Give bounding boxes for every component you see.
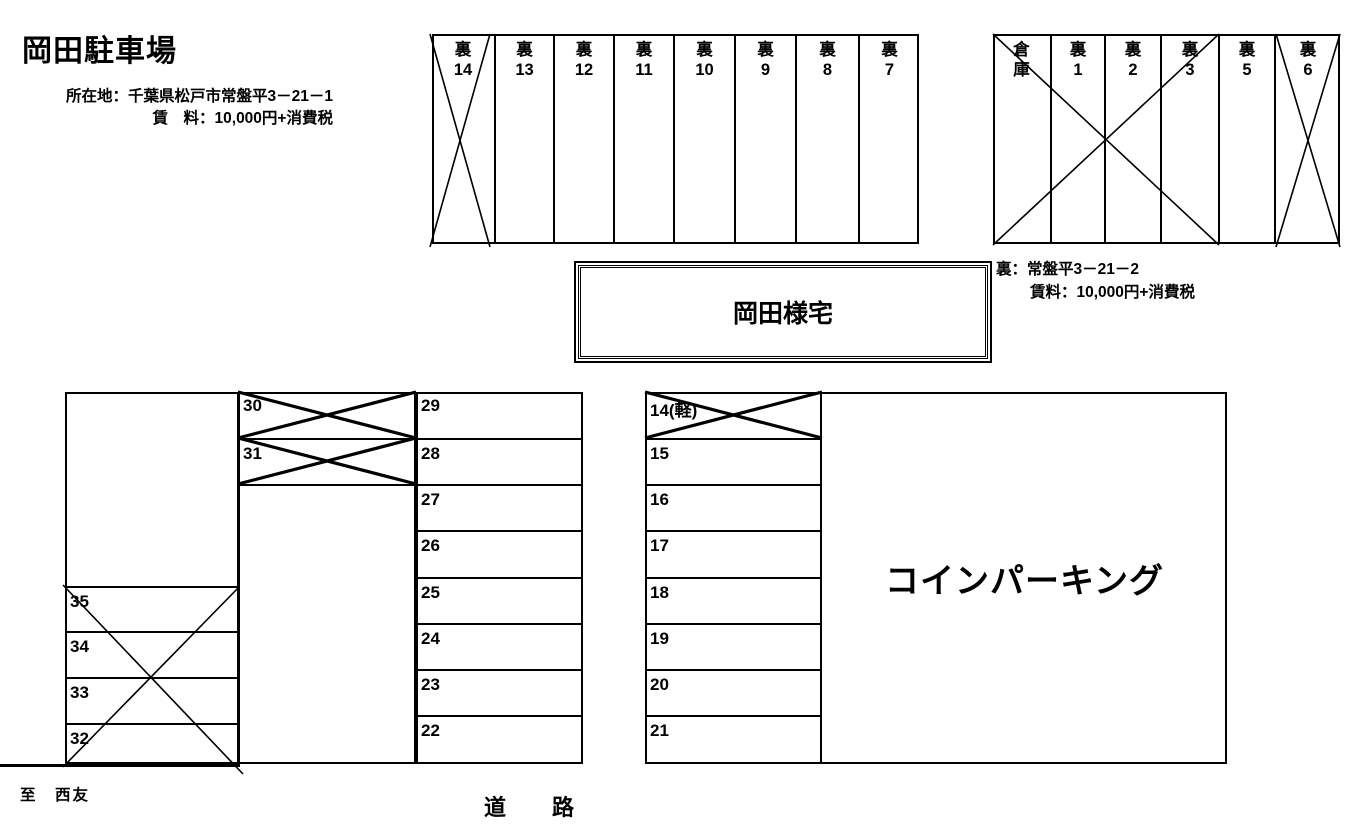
stall-back-6[interactable]: 裏 6 bbox=[1274, 34, 1340, 244]
stall-label: 16 bbox=[650, 490, 669, 509]
middle-column-cells: 30 31 bbox=[238, 392, 416, 764]
stall-label: 30 bbox=[243, 396, 262, 415]
stall-back-8[interactable]: 裏 8 bbox=[795, 34, 858, 244]
stall-25[interactable]: 25 bbox=[416, 577, 583, 623]
stall-label: 28 bbox=[421, 444, 440, 463]
stall-back-7[interactable]: 裏 7 bbox=[858, 34, 919, 244]
stall-17[interactable]: 17 bbox=[645, 530, 820, 577]
stall-back-2[interactable]: 裏 2 bbox=[1104, 34, 1160, 244]
road-label: 道 路 bbox=[484, 795, 587, 820]
owner-house-box: 岡田様宅 bbox=[574, 261, 992, 363]
stall-label: 29 bbox=[421, 396, 440, 415]
stall-label: 33 bbox=[70, 683, 89, 702]
back-property-address: 裏：常盤平3－21－2 bbox=[996, 261, 1139, 278]
coin-parking-area[interactable]: コインパーキング bbox=[822, 392, 1227, 764]
owner-house-label: 岡田様宅 bbox=[732, 300, 833, 328]
property-rent: 賃 料：10,000円+消費税 bbox=[152, 110, 333, 128]
back-parking-row-1 bbox=[432, 34, 919, 244]
road-direction-label: 至 西友 bbox=[20, 787, 91, 804]
stall-21[interactable]: 21 bbox=[645, 715, 820, 764]
stall-label: 裏 11 bbox=[635, 41, 653, 80]
stall-label: 21 bbox=[650, 721, 669, 740]
left-column-cells: 35 34 33 32 bbox=[65, 392, 239, 764]
stall-left-blank[interactable] bbox=[65, 392, 239, 586]
stall-label: 35 bbox=[70, 592, 89, 611]
stall-back-11[interactable]: 裏 11 bbox=[613, 34, 673, 244]
stall-back-1[interactable]: 裏 1 bbox=[1050, 34, 1104, 244]
stall-label: 裏 10 bbox=[695, 41, 714, 80]
stall-label: 裏 5 bbox=[1238, 41, 1256, 80]
stall-label: 17 bbox=[650, 536, 669, 555]
stall-32[interactable]: 32 bbox=[65, 723, 239, 764]
stall-33[interactable]: 33 bbox=[65, 677, 239, 723]
stall-label: 19 bbox=[650, 629, 669, 648]
stall-14-kei[interactable]: 14(軽) bbox=[645, 392, 820, 438]
stall-22[interactable]: 22 bbox=[416, 715, 583, 764]
stall-label: 裏 13 bbox=[515, 41, 534, 80]
stall-label: 20 bbox=[650, 675, 669, 694]
back-row-1-cells: 裏 14 裏 13 裏 12 裏 11 裏 10 裏 9 裏 8 裏 7 bbox=[432, 34, 919, 244]
stall-label: 裏 1 bbox=[1069, 41, 1087, 80]
stall-35[interactable]: 35 bbox=[65, 586, 239, 631]
stall-label: 22 bbox=[421, 721, 440, 740]
stall-label: 18 bbox=[650, 583, 669, 602]
stall-label: 26 bbox=[421, 536, 440, 555]
right-column-cells: 29 28 27 26 25 24 23 22 bbox=[416, 392, 583, 764]
back-property-info: 裏：常盤平3－21－2 賃料：10,000円+消費税 bbox=[996, 258, 1195, 305]
property-address: 所在地：千葉県松戸市常盤平3－21－1 bbox=[66, 88, 333, 105]
stall-label: 27 bbox=[421, 490, 440, 509]
coin-column-cells: 14(軽) 15 16 17 18 19 20 21 bbox=[645, 392, 822, 764]
stall-label: 23 bbox=[421, 675, 440, 694]
stall-23[interactable]: 23 bbox=[416, 669, 583, 715]
stall-label: 裏 9 bbox=[757, 41, 774, 80]
stall-back-12[interactable]: 裏 12 bbox=[553, 34, 613, 244]
stall-label: 25 bbox=[421, 583, 440, 602]
stall-storage[interactable]: 倉 庫 bbox=[993, 34, 1050, 244]
stall-label: 裏 14 bbox=[453, 41, 473, 80]
stall-label: 裏 6 bbox=[1299, 41, 1317, 80]
stall-label: 裏 2 bbox=[1124, 41, 1142, 80]
stall-label: 裏 3 bbox=[1181, 41, 1199, 80]
stall-27[interactable]: 27 bbox=[416, 484, 583, 530]
road-line bbox=[0, 764, 240, 767]
stall-back-9[interactable]: 裏 9 bbox=[734, 34, 795, 244]
stall-back-14[interactable]: 裏 14 bbox=[432, 34, 494, 244]
stall-back-3[interactable]: 裏 3 bbox=[1160, 34, 1218, 244]
stall-label: 裏 12 bbox=[574, 41, 594, 80]
stall-label: 34 bbox=[70, 637, 89, 656]
stall-18[interactable]: 18 bbox=[645, 577, 820, 623]
coin-parking-label: コインパーキング bbox=[885, 562, 1164, 601]
stall-label: 裏 7 bbox=[881, 41, 898, 80]
stall-26[interactable]: 26 bbox=[416, 530, 583, 577]
back-row-2-cells: 倉 庫 裏 1 裏 2 裏 3 裏 5 裏 6 bbox=[993, 34, 1340, 244]
property-info: 所在地：千葉県松戸市常盤平3－21－1 賃 料：10,000円+消費税 bbox=[66, 86, 333, 131]
stall-label: 31 bbox=[243, 444, 262, 463]
stall-back-13[interactable]: 裏 13 bbox=[494, 34, 553, 244]
stall-back-5[interactable]: 裏 5 bbox=[1218, 34, 1274, 244]
stall-28[interactable]: 28 bbox=[416, 438, 583, 484]
stall-20[interactable]: 20 bbox=[645, 669, 820, 715]
stall-label: 倉 庫 bbox=[1013, 41, 1030, 80]
stall-label: 15 bbox=[650, 444, 669, 463]
stall-19[interactable]: 19 bbox=[645, 623, 820, 669]
stall-34[interactable]: 34 bbox=[65, 631, 239, 677]
stall-label: 24 bbox=[421, 629, 440, 648]
stall-15[interactable]: 15 bbox=[645, 438, 820, 484]
back-property-rent: 賃料：10,000円+消費税 bbox=[1030, 284, 1195, 302]
stall-middle-open[interactable] bbox=[238, 484, 416, 764]
stall-29[interactable]: 29 bbox=[416, 392, 583, 438]
stall-label: 32 bbox=[70, 729, 89, 748]
stall-back-10[interactable]: 裏 10 bbox=[673, 34, 734, 244]
stall-31[interactable]: 31 bbox=[238, 438, 416, 484]
stall-label: 裏 8 bbox=[819, 41, 836, 80]
page-title: 岡田駐車場 bbox=[22, 35, 177, 68]
stall-24[interactable]: 24 bbox=[416, 623, 583, 669]
stall-30[interactable]: 30 bbox=[238, 392, 416, 438]
stall-16[interactable]: 16 bbox=[645, 484, 820, 530]
stall-label: 14(軽) bbox=[650, 401, 698, 420]
